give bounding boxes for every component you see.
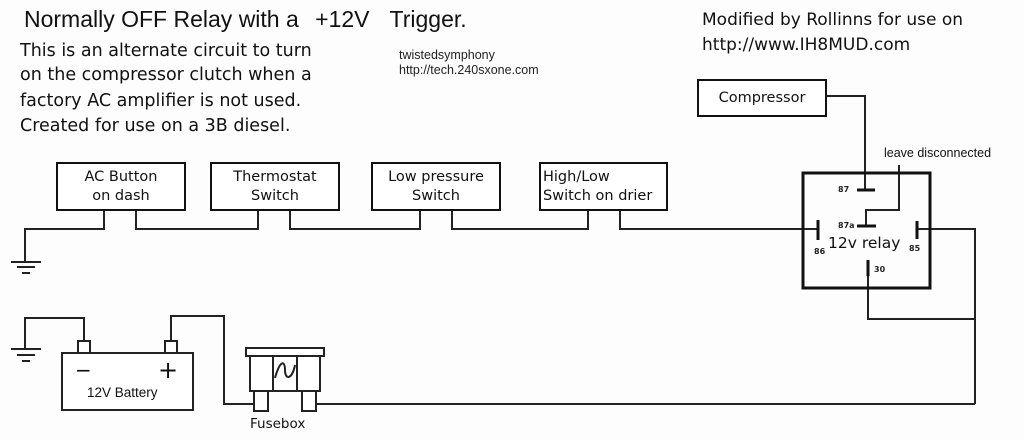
title-voltage: +12V xyxy=(315,6,370,32)
low-pressure-switch-box: Low pressure Switch xyxy=(371,162,501,211)
title-part3: Trigger. xyxy=(389,6,467,32)
relay-box xyxy=(801,171,932,290)
battery-minus-label: − xyxy=(75,358,92,382)
credit-url: http://tech.240sxone.com xyxy=(399,63,539,77)
credit-author: twistedsymphony xyxy=(399,48,495,62)
diagram-title: Normally OFF Relay with a +12V Trigger. xyxy=(24,6,467,33)
description-line: This is an alternate circuit to turn xyxy=(20,41,312,61)
high-low-label: High/Low xyxy=(543,168,610,185)
ground-symbol-bottom xyxy=(11,348,41,362)
fuse xyxy=(245,347,325,412)
wire-lowpressure-highlow xyxy=(451,208,589,230)
wire-relay30 xyxy=(867,268,975,320)
high-low-label: Switch on drier xyxy=(543,187,653,204)
ac-button-label: AC Button xyxy=(84,168,158,185)
wire-battery-fuse xyxy=(170,315,253,405)
leave-disconnected-label: leave disconnected xyxy=(884,146,992,160)
pin-30-label: 30 xyxy=(874,265,886,274)
thermostat-switch-box: Thermostat Switch xyxy=(210,162,340,211)
low-pressure-label: Switch xyxy=(412,187,460,204)
description-line: Created for use on a 3B diesel. xyxy=(20,116,291,136)
thermostat-label: Thermostat xyxy=(233,168,317,185)
title-part1: Normally OFF Relay with a xyxy=(24,6,299,32)
pin-86-label: 86 xyxy=(814,247,826,256)
description-line: on the compressor clutch when a xyxy=(20,65,312,85)
ac-button-label: on dash xyxy=(92,187,150,204)
ground-symbol-top xyxy=(11,261,41,274)
battery-label: 12V Battery xyxy=(87,385,158,400)
pin-85-label: 85 xyxy=(909,244,921,253)
compressor-label: Compressor xyxy=(718,89,806,106)
battery-plus-label: + xyxy=(158,356,179,384)
high-low-switch-box: High/Low Switch on drier xyxy=(539,162,668,211)
low-pressure-label: Low pressure xyxy=(388,168,484,185)
modified-url: http://www.IH8MUD.com xyxy=(702,35,911,55)
wire-ground-ac xyxy=(24,201,105,262)
battery xyxy=(61,340,194,411)
description-line: factory AC amplifier is not used. xyxy=(20,91,302,111)
thermostat-label: Switch xyxy=(251,187,299,204)
relay-label: 12v relay xyxy=(828,234,901,252)
wire-highlow-relay86 xyxy=(619,208,818,230)
pin-87a-label: 87a xyxy=(838,221,855,230)
wire-battery-ground xyxy=(24,317,85,348)
pin-87-label: 87 xyxy=(838,185,850,194)
wire-thermostat-lowpressure xyxy=(289,201,421,230)
compressor-box: Compressor xyxy=(697,79,827,117)
ac-button-box: AC Button on dash xyxy=(56,162,186,211)
wire-ac-thermostat xyxy=(135,201,259,230)
modified-by: Modified by Rollinns for use on xyxy=(702,10,964,30)
wire-compressor-relay87 xyxy=(817,95,866,190)
wire-87a-disconnected xyxy=(865,165,900,226)
fusebox-label: Fusebox xyxy=(250,416,306,432)
wire-relay85 xyxy=(917,228,976,404)
